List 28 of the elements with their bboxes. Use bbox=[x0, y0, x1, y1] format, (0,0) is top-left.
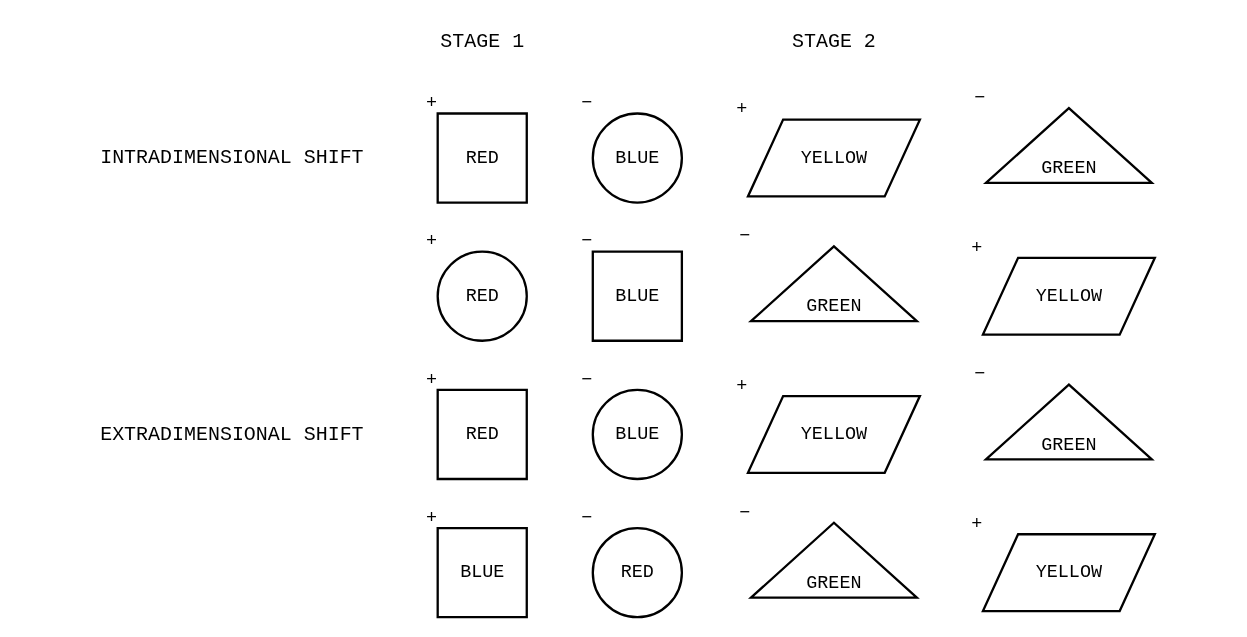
node-box: RED bbox=[436, 112, 528, 204]
node-label: + bbox=[426, 369, 438, 391]
node-label: − bbox=[974, 87, 986, 109]
node-label: + bbox=[971, 514, 983, 536]
label: STAGE 2 bbox=[792, 30, 876, 54]
node-circle: BLUE bbox=[591, 112, 683, 204]
node-label: − bbox=[581, 93, 593, 115]
node-circle: RED bbox=[436, 250, 528, 342]
node-label: − bbox=[581, 231, 593, 253]
node-label: + bbox=[736, 375, 748, 397]
node-label: − bbox=[974, 364, 986, 386]
node-label: + bbox=[736, 99, 748, 121]
node-box: BLUE bbox=[436, 527, 528, 619]
node-label: − bbox=[739, 502, 751, 524]
node-label: − bbox=[581, 369, 593, 391]
node-label: − bbox=[739, 226, 751, 248]
label: STAGE 1 bbox=[440, 30, 525, 54]
node-label: + bbox=[971, 237, 983, 259]
node-label: + bbox=[426, 93, 438, 115]
label: EXTRADIMENSIONAL SHIFT bbox=[100, 422, 364, 446]
node-label: + bbox=[426, 231, 438, 253]
node-circle: RED bbox=[591, 527, 683, 619]
label: INTRADIMENSIONAL SHIFT bbox=[100, 146, 364, 170]
node-box: BLUE bbox=[591, 250, 683, 342]
node-circle: BLUE bbox=[591, 388, 683, 481]
node-label: + bbox=[426, 507, 438, 529]
node-label: − bbox=[581, 507, 593, 529]
node-box: RED bbox=[436, 388, 528, 481]
